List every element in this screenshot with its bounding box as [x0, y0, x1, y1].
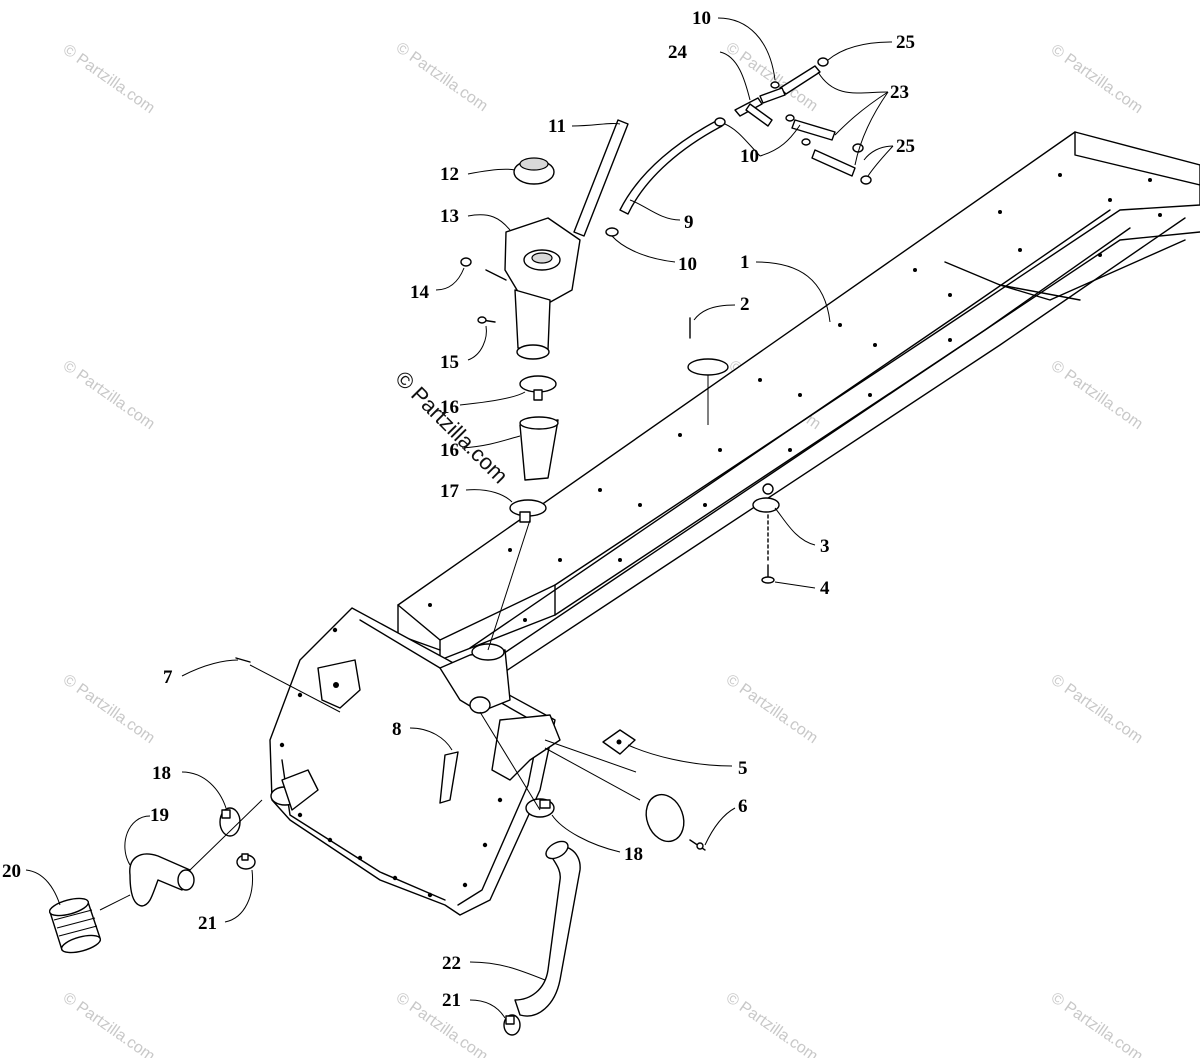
rivet-holes	[428, 173, 1162, 622]
bracket-part-8	[439, 751, 459, 804]
screw-part-15	[477, 316, 496, 324]
callout-15: 15	[440, 352, 459, 373]
callout-23: 23	[890, 82, 909, 103]
watermark-dark: © Partzilla.com	[390, 366, 513, 489]
clamp-part-16-upper	[519, 375, 557, 401]
clamp-part-10-low	[605, 227, 619, 237]
callout-9: 9	[684, 212, 694, 233]
callout-25-top: 25	[896, 32, 915, 53]
expansion-tank-part-13	[485, 217, 581, 360]
bolt-part-7	[235, 657, 251, 663]
grommet-part-3	[752, 483, 780, 561]
watermark: © Partzilla.com	[60, 357, 158, 433]
filler-cap-part-12	[513, 157, 555, 185]
callout-21-lower: 21	[442, 990, 461, 1011]
callout-10-low: 10	[678, 254, 697, 275]
callout-10-mid: 10	[740, 146, 759, 167]
callout-18-right: 18	[624, 844, 643, 865]
callout-8: 8	[392, 719, 402, 740]
callout-6: 6	[738, 796, 748, 817]
clamps-part-10-vent	[770, 81, 811, 146]
watermark: © Partzilla.com	[60, 671, 158, 747]
watermark: © Partzilla.com	[723, 671, 821, 747]
callout-12: 12	[440, 164, 459, 185]
vent-lines-part-23	[759, 65, 856, 177]
screw-part-2	[687, 317, 729, 425]
clamp-part-10-top	[714, 117, 726, 127]
watermark: © Partzilla.com	[723, 989, 821, 1058]
callout-20: 20	[2, 861, 21, 882]
elbow-hose-part-19	[129, 853, 195, 907]
callout-13: 13	[440, 206, 459, 227]
hose-part-22	[514, 840, 581, 1017]
callouts: 1 2 3 4 5 6 7 8 9 10 10 10	[2, 8, 915, 1019]
screw-part-4	[761, 564, 775, 584]
clamp-part-21-upper	[236, 853, 256, 870]
vent-hose-part-9	[619, 119, 723, 215]
callout-16-lower: 17	[440, 481, 460, 502]
callout-7: 7	[163, 667, 173, 688]
flange-bolts	[279, 627, 518, 898]
end-tank	[269, 607, 561, 916]
callout-21-upper: 21	[198, 913, 217, 934]
callout-1: 1	[740, 252, 750, 273]
t-fitting-part-24	[734, 97, 773, 127]
callout-10-top: 10	[692, 8, 711, 29]
callout-5: 5	[738, 758, 748, 779]
caps-part-25	[817, 57, 872, 185]
watermark: © Partzilla.com	[1048, 671, 1146, 747]
callout-18-left: 18	[152, 763, 171, 784]
heat-exchanger-part-1	[397, 131, 1200, 676]
callout-3: 3	[820, 536, 830, 557]
clamp-part-21-lower	[503, 1014, 521, 1036]
rod-part-11	[573, 119, 629, 237]
callout-17: 16	[440, 440, 459, 461]
callout-4: 4	[820, 578, 830, 599]
callout-24: 24	[668, 42, 688, 63]
callout-16-upper: 16	[440, 397, 459, 418]
callout-11: 11	[548, 116, 566, 137]
nut-part-14	[460, 257, 472, 267]
watermark: © Partzilla.com	[1048, 41, 1146, 117]
callout-2: 2	[740, 294, 750, 315]
callout-19: 19	[150, 805, 169, 826]
callout-22: 22	[442, 953, 461, 974]
watermark: © Partzilla.com	[60, 989, 158, 1058]
hose-part-17	[519, 416, 559, 481]
clamp-part-16-lower	[509, 499, 547, 523]
clamp-part-18-right	[525, 798, 555, 818]
gasket-part-5	[602, 729, 636, 755]
callout-14: 14	[410, 282, 430, 303]
coupler-part-20	[48, 897, 102, 954]
watermark: © Partzilla.com	[60, 41, 158, 117]
callout-25-bottom: 25	[896, 136, 915, 157]
sensor-part-6	[645, 793, 706, 851]
watermark: © Partzilla.com	[1048, 989, 1146, 1058]
watermark: © Partzilla.com	[1048, 357, 1146, 433]
watermark: © Partzilla.com	[393, 39, 491, 115]
